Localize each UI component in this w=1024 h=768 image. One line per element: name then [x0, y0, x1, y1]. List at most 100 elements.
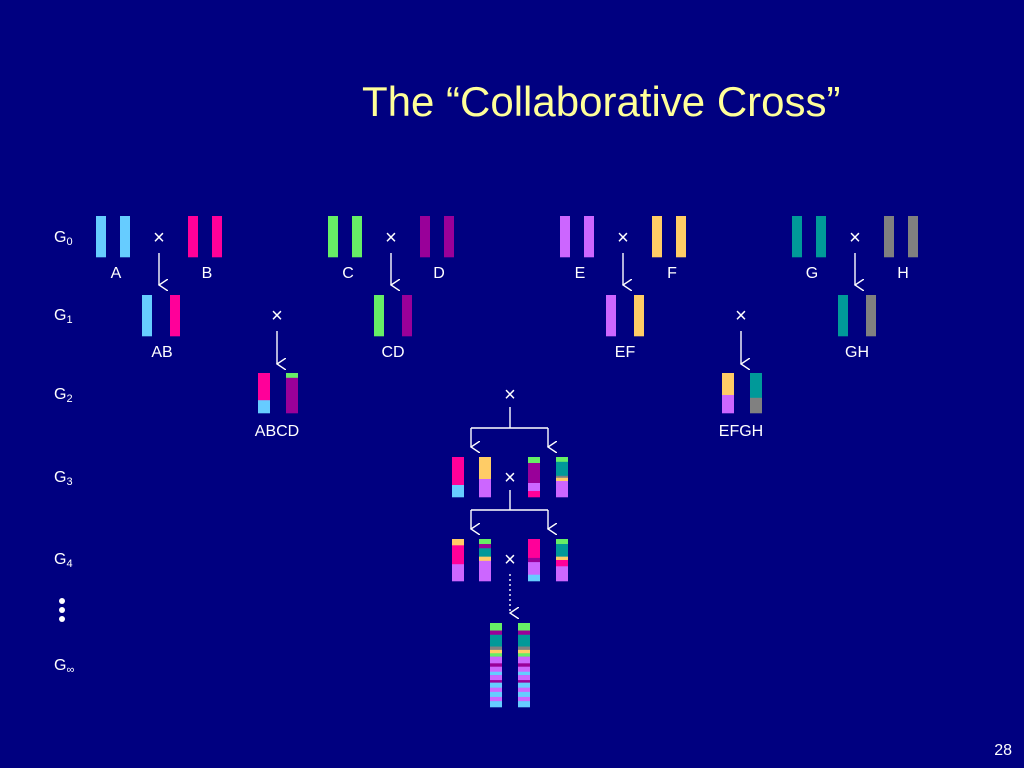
chromosome-d-2 [444, 216, 454, 258]
generation-label-g4: G4 [54, 551, 73, 570]
chromosome-a-2 [120, 216, 130, 258]
strain-label-ab: AB [151, 344, 173, 361]
chromosome-g4-2-segment [479, 560, 491, 582]
chromosome-f-1 [652, 216, 662, 258]
chromosome-b-1-segment [188, 216, 198, 258]
chromosome-c-1-segment [328, 216, 338, 258]
chromosome-abcd-1-segment [258, 400, 270, 414]
chromosome-f-2 [676, 216, 686, 258]
strain-label-h: H [897, 265, 909, 282]
chromosome-c-1 [328, 216, 338, 258]
chromosome-e-2-segment [584, 216, 594, 258]
strain-label-efgh: EFGH [718, 423, 764, 440]
chromosome-efgh-2-segment [750, 373, 762, 399]
chromosome-ef-1-segment [606, 295, 616, 337]
chromosome-ginf-1 [490, 623, 502, 708]
cross-icon-g3: × [504, 467, 516, 489]
chromosome-gh-1 [838, 295, 848, 337]
chromosome-abcd-2-segment [286, 377, 298, 414]
strain-label-ef: EF [614, 344, 636, 361]
chromosome-ginf-2-segment [518, 653, 530, 657]
chromosome-g3-3-segment [528, 483, 540, 492]
cross-icon-g2: × [504, 384, 516, 406]
chromosome-g3-3-segment [528, 463, 540, 484]
chromosome-ginf-2-segment [518, 649, 530, 654]
chromosome-g-2 [816, 216, 826, 258]
chromosome-cd-2-segment [402, 295, 412, 337]
chromosome-efgh-1-segment [722, 373, 734, 396]
chromosome-g4-4-segment [556, 560, 568, 567]
chromosome-ginf-1-segment [490, 623, 502, 631]
chromosome-g3-4 [556, 457, 568, 498]
chromosome-g3-4-segment [556, 461, 568, 477]
chromosome-ef-1 [606, 295, 616, 337]
chromosome-ginf-2-segment [518, 701, 530, 708]
strain-label-f: F [667, 265, 677, 282]
chromosome-ginf-2-segment [518, 646, 530, 651]
chromosome-ginf-1-segment [490, 653, 502, 657]
chromosome-a-2-segment [120, 216, 130, 258]
slide-title: The “Collaborative Cross” [362, 78, 841, 125]
chromosome-gh-2 [866, 295, 876, 337]
cross-icon-g4: × [504, 549, 516, 571]
chromosome-g4-3-segment [528, 574, 540, 582]
chromosome-g-2-segment [816, 216, 826, 258]
chromosome-ef-2-segment [634, 295, 644, 337]
chromosome-g4-2 [479, 539, 491, 582]
chromosome-e-2 [584, 216, 594, 258]
chromosome-h-1-segment [884, 216, 894, 258]
cross-icon-g0-ab: × [153, 227, 165, 249]
strain-label-cd: CD [381, 344, 405, 361]
chromosome-efgh-1-segment [722, 395, 734, 414]
chromosome-efgh-2 [750, 373, 762, 414]
chromosome-g4-2-segment [479, 539, 491, 545]
chromosome-c-2 [352, 216, 362, 258]
chromosome-a-1 [96, 216, 106, 258]
chromosome-ginf-1-segment [490, 671, 502, 676]
chromosome-ab-2 [170, 295, 180, 337]
chromosome-d-1-segment [420, 216, 430, 258]
chromosome-ginf-1-segment [490, 675, 502, 681]
chromosome-abcd-1-segment [258, 373, 270, 401]
chromosome-g3-1-segment [452, 485, 464, 498]
strain-label-c: C [342, 265, 354, 282]
chromosome-ginf-1-segment [490, 649, 502, 654]
chromosome-ginf-2-segment [518, 666, 530, 673]
strain-label-d: D [433, 265, 445, 282]
chromosome-g3-4-segment [556, 475, 568, 479]
chromosome-ginf-2-segment [518, 691, 530, 698]
chromosome-ef-2 [634, 295, 644, 337]
chromosome-ginf-2-segment [518, 682, 530, 688]
chromosome-g4-2-segment [479, 556, 491, 562]
generation-label-g1: G1 [54, 307, 73, 326]
chromosome-g4-2-segment [479, 544, 491, 549]
chromosome-e-1 [560, 216, 570, 258]
chromosome-a-1-segment [96, 216, 106, 258]
chromosome-ginf-2-segment [518, 687, 530, 693]
chromosome-ginf-1-segment [490, 682, 502, 688]
chromosome-efgh-1 [722, 373, 734, 414]
chromosome-g4-4-segment [556, 566, 568, 582]
strain-label-e: E [574, 265, 586, 282]
chromosome-g3-3 [528, 457, 540, 498]
cross-icon-g1-abcd: × [271, 305, 283, 327]
cross-icon-g0-gh: × [849, 227, 861, 249]
chromosome-gh-1-segment [838, 295, 848, 337]
chromosome-ginf-1-segment [490, 646, 502, 651]
chromosome-g4-3-segment [528, 562, 540, 575]
chromosome-g4-4-segment [556, 544, 568, 557]
chromosome-g4-4-segment [556, 556, 568, 561]
chromosome-ginf-2-segment [518, 663, 530, 667]
chromosome-e-1-segment [560, 216, 570, 258]
chromosome-g4-1-segment [452, 564, 464, 582]
chromosome-g3-2 [479, 457, 491, 498]
chromosome-f-1-segment [652, 216, 662, 258]
chromosome-g3-4-segment [556, 477, 568, 482]
chromosome-ginf-1-segment [490, 666, 502, 673]
chromosome-ginf-1-segment [490, 696, 502, 702]
chromosome-cd-1-segment [374, 295, 384, 337]
chromosome-g3-4-segment [556, 457, 568, 463]
page-number: 28 [994, 742, 1012, 759]
chromosome-ginf-2-segment [518, 656, 530, 664]
